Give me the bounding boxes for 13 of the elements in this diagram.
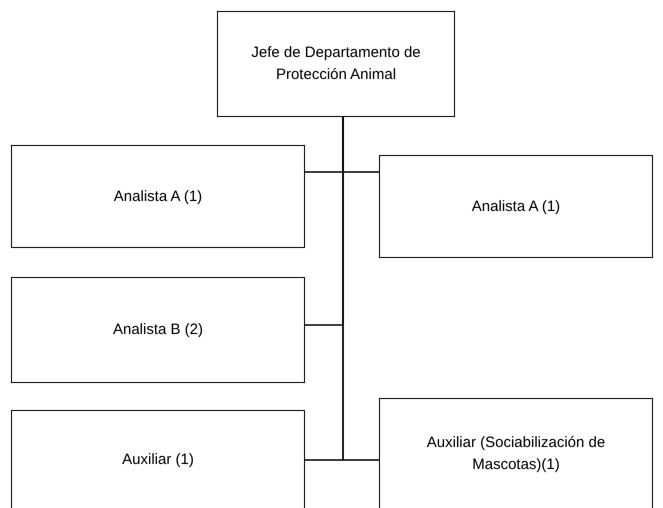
position-title: Analista A (1) bbox=[470, 196, 562, 217]
position-title: Auxiliar (Sociabilización de Mascotas)(1) bbox=[426, 432, 606, 474]
org-box bbox=[217, 11, 455, 117]
connector-line bbox=[342, 117, 379, 461]
org-box bbox=[11, 410, 305, 508]
position-title: Analista B (2) bbox=[112, 320, 204, 340]
position-title: Analista A (1) bbox=[112, 186, 204, 207]
org-box bbox=[11, 145, 305, 248]
position-title: Jefe de Departamento de Protección Animal bbox=[250, 43, 422, 85]
org-box bbox=[379, 398, 653, 508]
position-title: Auxiliar (1) bbox=[121, 450, 195, 470]
org-box bbox=[11, 277, 305, 383]
org-box bbox=[379, 155, 653, 258]
